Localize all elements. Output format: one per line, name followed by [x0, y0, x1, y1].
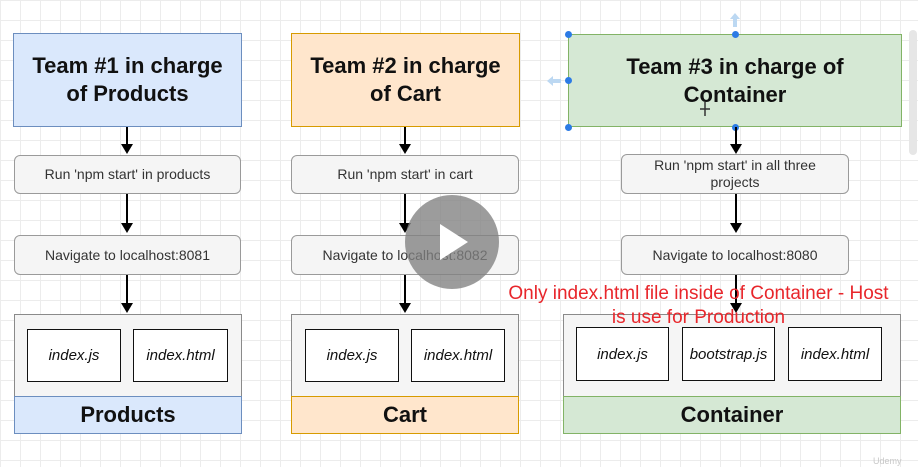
- arrow-2c-line: [404, 275, 406, 303]
- video-play-button[interactable]: [405, 195, 499, 289]
- container-file-index-html-label: index.html: [800, 345, 870, 363]
- annotation-line-2: is use for Production: [611, 307, 786, 328]
- arrow-1a-line: [126, 127, 128, 144]
- products-footer-label: Products: [80, 402, 176, 427]
- arrow-2a-line: [404, 127, 406, 144]
- arrow-3c-head: [730, 303, 742, 313]
- cart-file-index-js[interactable]: index.js: [305, 329, 399, 382]
- container-file-bootstrap-js-label: bootstrap.js: [689, 345, 768, 363]
- step-run-cart-label: Run 'npm start' in cart: [337, 166, 473, 182]
- arrow-3b-line: [735, 194, 737, 223]
- arrow-2c-head: [399, 303, 411, 313]
- team-1-label: Team #1 in charge of Products: [32, 53, 223, 106]
- cart-file-index-js-label: index.js: [326, 347, 378, 364]
- container-file-bootstrap-js[interactable]: bootstrap.js: [682, 327, 775, 381]
- products-file-index-js-label: index.js: [48, 347, 100, 364]
- selection-handle-top-left[interactable]: [565, 31, 572, 38]
- arrow-3a-head: [730, 144, 742, 154]
- vertical-scrollbar[interactable]: [909, 30, 917, 155]
- container-footer[interactable]: Container: [563, 396, 901, 434]
- container-file-index-js-label: index.js: [597, 345, 648, 363]
- selection-handle-left[interactable]: [565, 77, 572, 84]
- step-navigate-8080[interactable]: Navigate to localhost:8080: [621, 235, 849, 275]
- arrow-3a-line: [735, 127, 737, 144]
- container-file-index-html[interactable]: index.html: [788, 327, 882, 381]
- step-run-cart[interactable]: Run 'npm start' in cart: [291, 155, 519, 194]
- step-navigate-8081[interactable]: Navigate to localhost:8081: [14, 235, 241, 275]
- annotation-line-1: Only index.html file inside of Container…: [508, 283, 889, 304]
- cart-footer[interactable]: Cart: [291, 396, 519, 434]
- step-navigate-8080-label: Navigate to localhost:8080: [652, 246, 818, 263]
- arrow-1a-head: [121, 144, 133, 154]
- arrow-1b-head: [121, 223, 133, 233]
- products-footer[interactable]: Products: [14, 396, 242, 434]
- arrow-3b-head: [730, 223, 742, 233]
- arrow-2a-head: [399, 144, 411, 154]
- step-run-all-three-label: Run 'npm start' in all three projects: [654, 157, 816, 190]
- connect-up-arrow-icon[interactable]: [728, 12, 742, 28]
- step-run-products-label: Run 'npm start' in products: [44, 166, 211, 182]
- step-run-products[interactable]: Run 'npm start' in products: [14, 155, 241, 194]
- cart-footer-label: Cart: [382, 402, 427, 427]
- play-icon: [440, 224, 468, 260]
- team-3-label: Team #3 in charge of Container: [626, 53, 844, 107]
- team-3-box[interactable]: Team #3 in charge of Container: [568, 34, 902, 127]
- products-file-index-js[interactable]: index.js: [27, 329, 121, 382]
- cart-file-index-html-label: index.html: [423, 347, 493, 364]
- container-footer-label: Container: [680, 402, 784, 427]
- step-run-all-three[interactable]: Run 'npm start' in all three projects: [621, 154, 849, 194]
- team-2-box[interactable]: Team #2 in charge of Cart: [291, 33, 520, 127]
- arrow-1b-line: [126, 194, 128, 223]
- udemy-watermark: Udemy: [873, 456, 902, 466]
- step-navigate-8081-label: Navigate to localhost:8081: [45, 246, 210, 263]
- container-file-index-js[interactable]: index.js: [576, 327, 669, 381]
- team-2-label: Team #2 in charge of Cart: [310, 53, 501, 106]
- selection-handle-top[interactable]: [732, 31, 739, 38]
- arrow-2b-line: [404, 194, 406, 223]
- connect-left-arrow-icon[interactable]: [546, 74, 562, 88]
- arrow-1c-head: [121, 303, 133, 313]
- move-cursor-icon: [700, 102, 710, 116]
- products-file-index-html-label: index.html: [146, 347, 215, 364]
- products-file-index-html[interactable]: index.html: [133, 329, 228, 382]
- selection-handle-bottom-left[interactable]: [565, 124, 572, 131]
- arrow-1c-line: [126, 275, 128, 303]
- arrow-2b-head: [399, 223, 411, 233]
- team-1-box[interactable]: Team #1 in charge of Products: [13, 33, 242, 127]
- cart-file-index-html[interactable]: index.html: [411, 329, 505, 382]
- arrow-3c-line: [735, 275, 737, 303]
